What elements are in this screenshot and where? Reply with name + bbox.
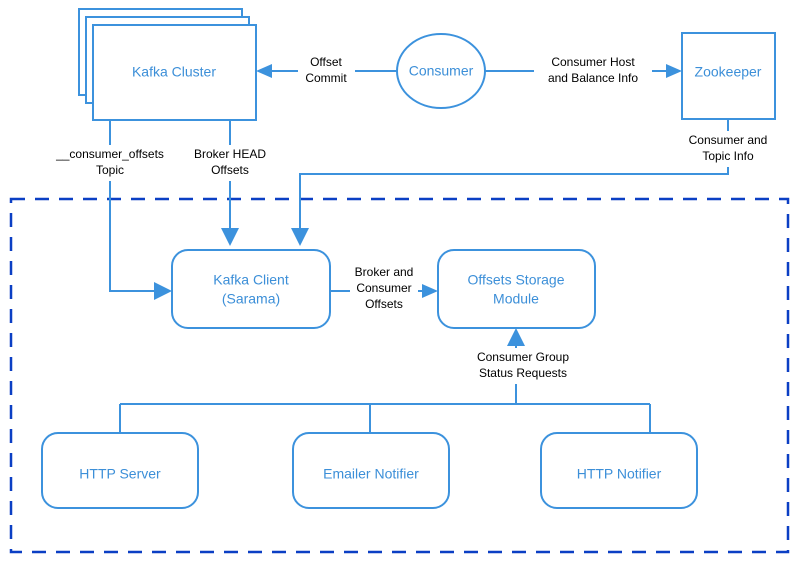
node-offsets-storage-module[interactable]: Offsets Storage Module	[437, 249, 596, 329]
node-http-notifier[interactable]: HTTP Notifier	[540, 432, 698, 509]
consumer-host-balance-line1: Consumer Host	[551, 55, 635, 69]
broker-and-consumer-offsets-line1: Broker and	[355, 265, 414, 279]
offset-commit-line1: Offset	[310, 55, 342, 69]
consumer-host-balance-line2: and Balance Info	[548, 71, 638, 85]
edge-label-consumer-host-balance: Consumer Host and Balance Info	[534, 53, 652, 89]
edge-label-consumer-group-status-requests: Consumer Group Status Requests	[464, 348, 581, 384]
consumer-label: Consumer	[409, 63, 474, 79]
node-consumer[interactable]: Consumer	[396, 33, 486, 109]
offsets-storage-rect	[437, 249, 596, 329]
kafka-cluster-stack-front	[92, 24, 257, 121]
offsets-storage-label-line2: Module	[493, 291, 539, 307]
kafka-client-label-line2: (Sarama)	[222, 291, 280, 307]
consumer-topic-info-line2: Topic Info	[702, 149, 754, 163]
consumer-offsets-topic-line1: __consumer_offsets	[55, 147, 164, 161]
consumer-offsets-topic-line2: Topic	[96, 163, 124, 177]
node-kafka-cluster[interactable]: Kafka Cluster	[78, 8, 257, 121]
zookeeper-label: Zookeeper	[695, 64, 762, 80]
kafka-cluster-label: Kafka Cluster	[132, 64, 216, 80]
emailer-notifier-label: Emailer Notifier	[323, 466, 419, 482]
node-kafka-client[interactable]: Kafka Client (Sarama)	[171, 249, 331, 329]
consumer-topic-info-line1: Consumer and	[689, 133, 768, 147]
http-notifier-label: HTTP Notifier	[577, 466, 662, 482]
http-server-rect	[41, 432, 199, 509]
consumer-group-status-line2: Status Requests	[479, 366, 567, 380]
node-http-server[interactable]: HTTP Server	[41, 432, 199, 509]
http-server-label: HTTP Server	[79, 466, 161, 482]
zookeeper-rect	[681, 32, 776, 120]
consumer-ellipse	[396, 33, 486, 109]
kafka-client-label-line1: Kafka Client	[213, 272, 289, 288]
broker-and-consumer-offsets-line2: Consumer	[356, 281, 411, 295]
edge-label-broker-and-consumer-offsets: Broker and Consumer Offsets	[350, 263, 418, 315]
edge-kafka-cluster-broker-head-offsets	[221, 120, 239, 246]
node-zookeeper[interactable]: Zookeeper	[681, 32, 776, 120]
edge-label-consumer-topic-info: Consumer and Topic Info	[679, 131, 777, 167]
broker-head-offsets-line1: Broker HEAD	[194, 147, 266, 161]
offsets-storage-label-line1: Offsets Storage	[467, 272, 564, 288]
node-emailer-notifier[interactable]: Emailer Notifier	[292, 432, 450, 509]
http-notifier-rect	[540, 432, 698, 509]
kafka-client-rect	[171, 249, 331, 329]
edge-label-consumer-offsets-topic: __consumer_offsets Topic	[53, 145, 166, 181]
edge-label-offset-commit: Offset Commit	[298, 53, 355, 89]
offset-commit-line2: Commit	[305, 71, 347, 85]
burrow-boundary-region	[9, 197, 790, 554]
emailer-notifier-rect	[292, 432, 450, 509]
edge-label-broker-head-offsets: Broker HEAD Offsets	[189, 145, 271, 181]
broker-and-consumer-offsets-line3: Offsets	[365, 297, 403, 311]
edge-notifier-bus	[119, 403, 651, 433]
edge-zookeeper-to-kafka-client	[291, 119, 729, 246]
broker-head-offsets-line2: Offsets	[211, 163, 249, 177]
consumer-group-status-line1: Consumer Group	[477, 350, 569, 364]
